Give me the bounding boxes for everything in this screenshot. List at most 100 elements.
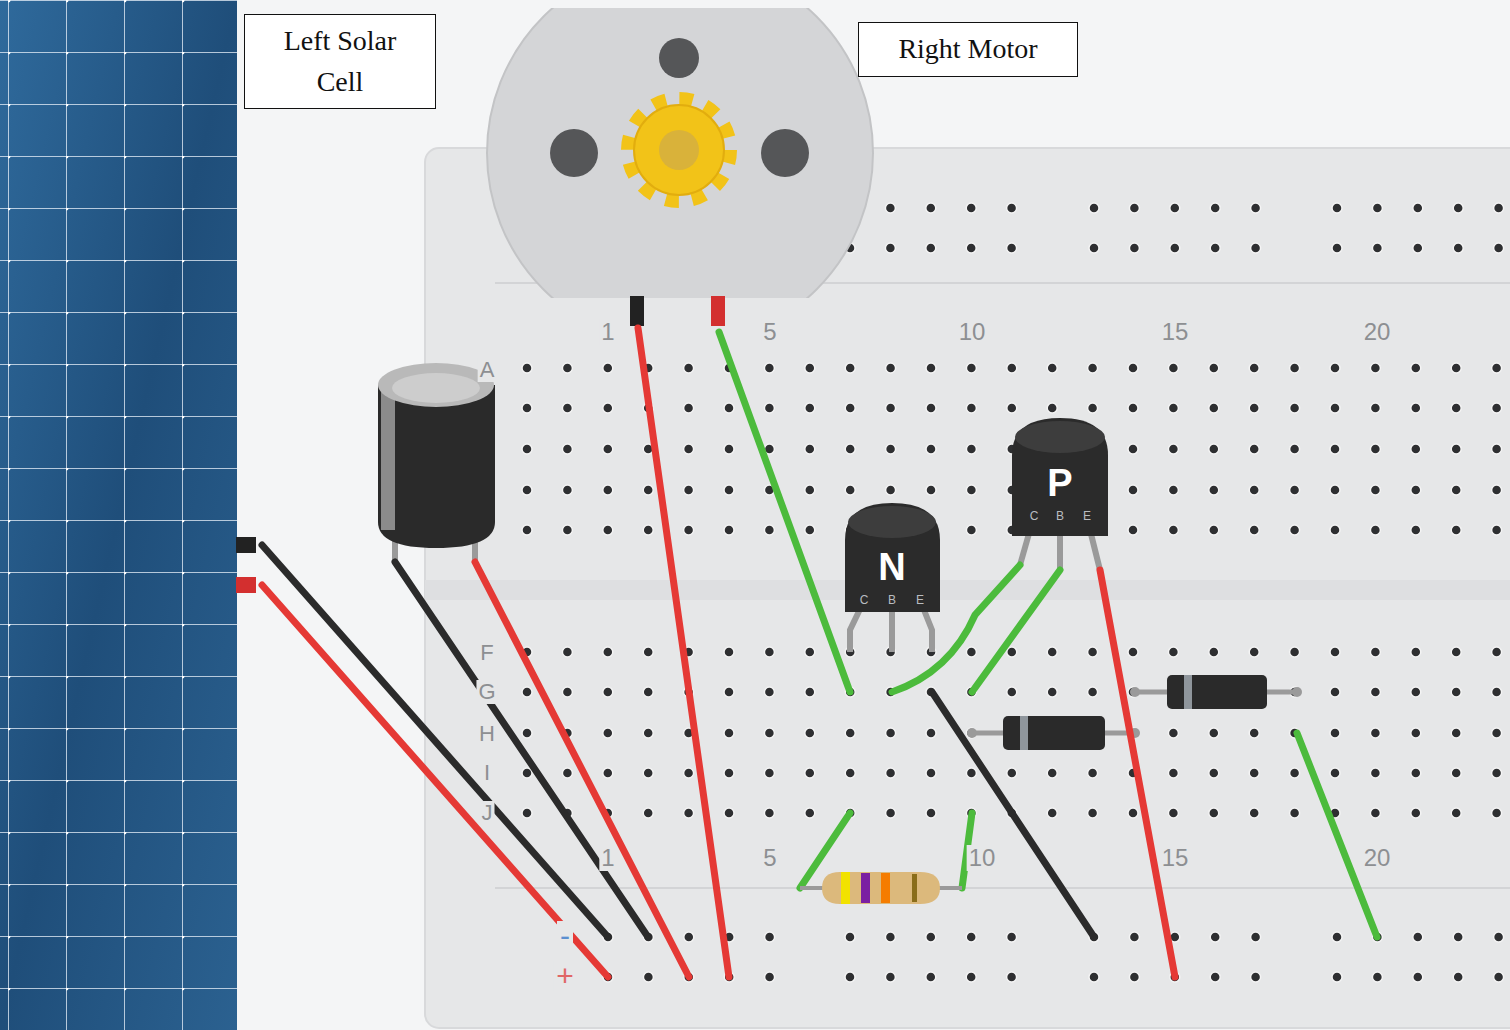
breadboard-hole	[724, 728, 734, 738]
breadboard-hole	[1210, 203, 1220, 213]
breadboard-hole	[1209, 808, 1219, 818]
breadboard-hole	[562, 403, 572, 413]
breadboard-hole	[1128, 808, 1138, 818]
breadboard-hole	[603, 363, 613, 373]
column-number: 10	[957, 319, 988, 345]
breadboard-hole	[926, 728, 936, 738]
breadboard-hole	[1251, 243, 1261, 253]
breadboard-hole	[1413, 203, 1423, 213]
column-number: 15	[1160, 319, 1191, 345]
breadboard-hole	[1007, 768, 1017, 778]
breadboard-hole	[1209, 525, 1219, 535]
breadboard-hole	[1290, 403, 1300, 413]
breadboard-hole	[926, 203, 936, 213]
breadboard-hole	[1168, 808, 1178, 818]
breadboard-hole	[1129, 932, 1139, 942]
breadboard-hole	[926, 768, 936, 778]
breadboard-hole	[1370, 647, 1380, 657]
breadboard-hole	[1451, 728, 1461, 738]
breadboard-hole	[1494, 972, 1504, 982]
breadboard-hole	[1332, 972, 1342, 982]
breadboard-hole	[643, 687, 653, 697]
breadboard-hole	[1290, 768, 1300, 778]
breadboard-hole	[1411, 485, 1421, 495]
breadboard-hole	[1249, 808, 1259, 818]
breadboard-hole	[603, 525, 613, 535]
breadboard-hole	[1128, 485, 1138, 495]
breadboard-hole	[966, 363, 976, 373]
breadboard-hole	[1370, 525, 1380, 535]
breadboard-hole	[1210, 932, 1220, 942]
breadboard-hole	[1007, 403, 1017, 413]
column-number: 5	[761, 319, 778, 345]
breadboard-hole	[1128, 647, 1138, 657]
breadboard-hole	[1372, 203, 1382, 213]
breadboard-hole	[1128, 525, 1138, 535]
solar-panel	[0, 0, 256, 1030]
breadboard-hole	[1209, 728, 1219, 738]
breadboard-hole	[522, 687, 532, 697]
breadboard-hole	[1411, 687, 1421, 697]
breadboard-hole	[1209, 444, 1219, 454]
breadboard-hole	[724, 525, 734, 535]
breadboard-hole	[562, 363, 572, 373]
motor	[487, 0, 873, 346]
breadboard-hole	[1290, 444, 1300, 454]
breadboard-hole	[562, 485, 572, 495]
row-letter: J	[480, 801, 495, 825]
breadboard-hole	[805, 363, 815, 373]
breadboard-hole	[885, 972, 895, 982]
column-number: 10	[967, 845, 998, 871]
breadboard-hole	[966, 403, 976, 413]
breadboard-hole	[765, 972, 775, 982]
breadboard-hole	[1453, 243, 1463, 253]
breadboard-hole	[805, 403, 815, 413]
breadboard-hole	[1210, 972, 1220, 982]
breadboard-hole	[1492, 728, 1502, 738]
breadboard-hole	[765, 932, 775, 942]
breadboard-hole	[1209, 485, 1219, 495]
breadboard-hole	[684, 932, 694, 942]
breadboard-hole	[1209, 403, 1219, 413]
breadboard-hole	[1007, 972, 1017, 982]
breadboard-hole	[1168, 728, 1178, 738]
box-label: Right Motor	[869, 29, 1067, 70]
breadboard-hole	[805, 485, 815, 495]
breadboard-hole	[1330, 363, 1340, 373]
breadboard-hole	[1494, 932, 1504, 942]
npn-transistor	[845, 503, 940, 652]
breadboard-hole	[603, 728, 613, 738]
breadboard-hole	[926, 243, 936, 253]
label-box: Left Solar Cell	[244, 14, 436, 109]
breadboard-hole	[1370, 363, 1380, 373]
breadboard-hole	[1330, 768, 1340, 778]
breadboard-hole	[886, 768, 896, 778]
breadboard-hole	[1451, 525, 1461, 535]
breadboard-hole	[1168, 525, 1178, 535]
row-letter: F	[478, 641, 495, 665]
column-number: 15	[1160, 845, 1191, 871]
breadboard-hole	[1492, 444, 1502, 454]
breadboard-hole	[966, 932, 976, 942]
breadboard-hole	[1129, 203, 1139, 213]
breadboard-hole	[1047, 403, 1057, 413]
breadboard-hole	[1451, 768, 1461, 778]
breadboard-hole	[1492, 647, 1502, 657]
breadboard-hole	[603, 647, 613, 657]
breadboard-hole	[1330, 647, 1340, 657]
pin-name: E	[916, 594, 924, 606]
breadboard-hole	[643, 728, 653, 738]
breadboard-hole	[1088, 808, 1098, 818]
breadboard-hole	[764, 808, 774, 818]
breadboard-hole	[1249, 444, 1259, 454]
breadboard-hole	[1168, 485, 1178, 495]
breadboard-hole	[1251, 203, 1261, 213]
breadboard-hole	[764, 403, 774, 413]
breadboard-hole	[562, 444, 572, 454]
breadboard-hole	[1088, 363, 1098, 373]
breadboard-hole	[1168, 403, 1178, 413]
breadboard-hole	[562, 687, 572, 697]
breadboard-hole	[562, 525, 572, 535]
breadboard-hole	[1451, 363, 1461, 373]
